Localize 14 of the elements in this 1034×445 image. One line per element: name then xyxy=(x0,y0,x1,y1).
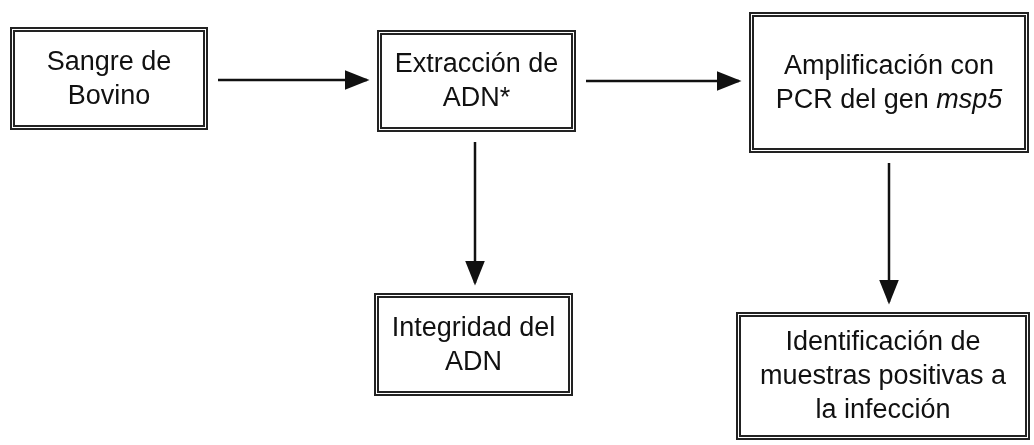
process-box xyxy=(10,27,208,130)
arrow xyxy=(879,163,899,305)
box-label: Identificación de muestras positivas a la infección xyxy=(758,325,1008,426)
arrow xyxy=(586,71,742,91)
process-box xyxy=(736,312,1030,440)
box-label: Amplificación con PCR del gen msp5 xyxy=(774,48,1004,116)
arrow xyxy=(465,142,485,286)
arrow xyxy=(218,70,370,90)
process-box xyxy=(374,293,573,396)
box-label: Sangre de Bovino xyxy=(45,44,173,112)
process-box xyxy=(377,30,576,132)
box-label: Integridad del ADN xyxy=(390,310,557,378)
process-box xyxy=(749,12,1029,153)
box-label: Extracción de ADN* xyxy=(393,47,560,114)
